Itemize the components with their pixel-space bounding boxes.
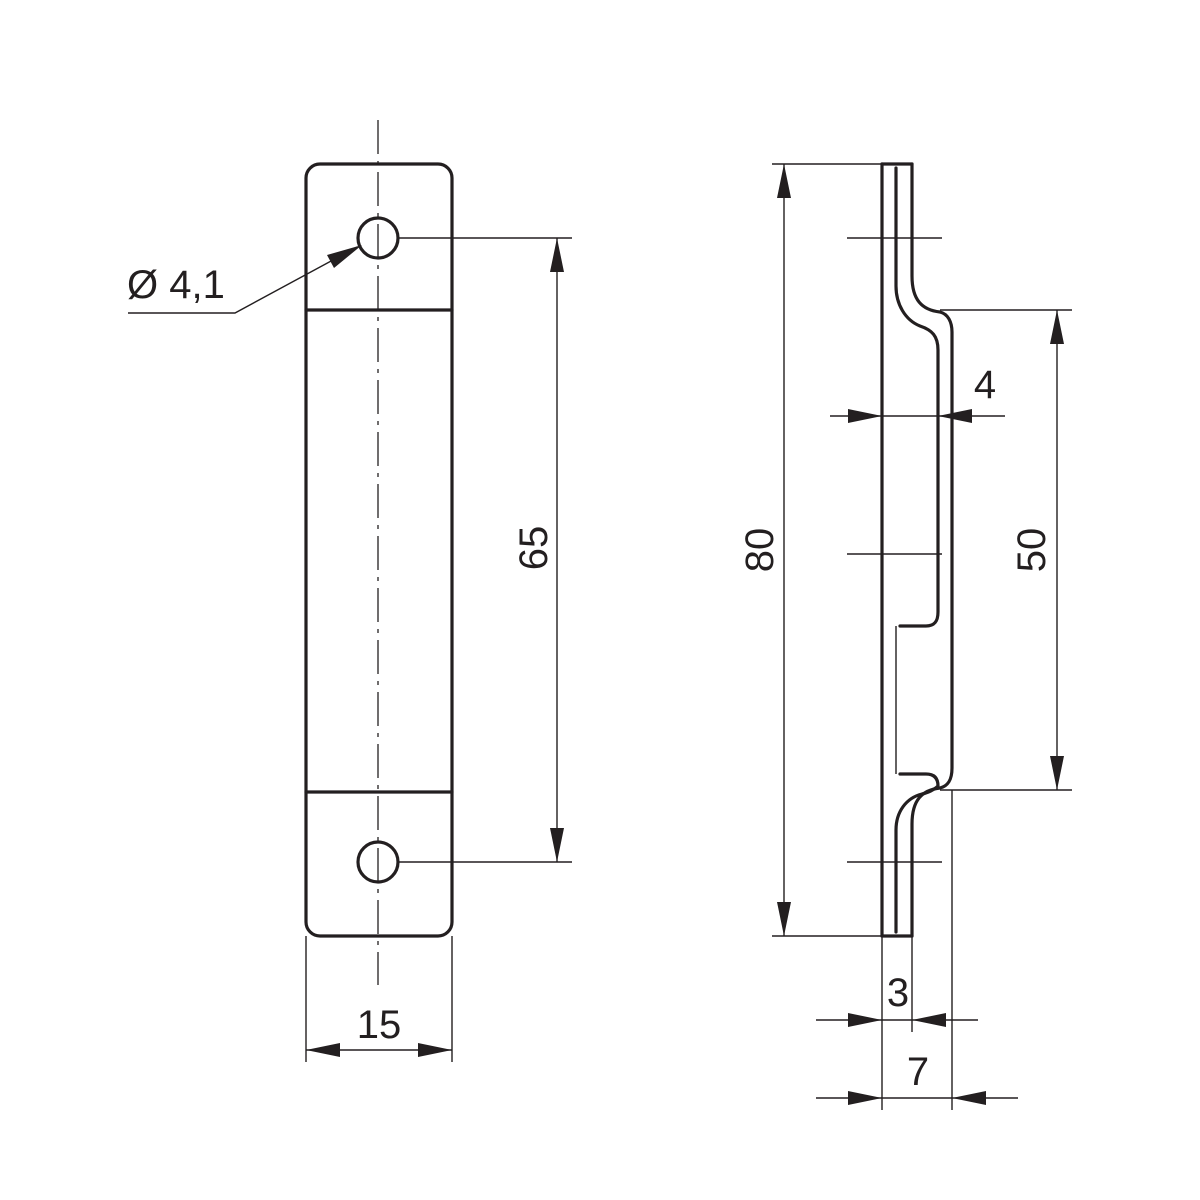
arrowhead-up bbox=[777, 164, 791, 198]
plate-outline bbox=[304, 162, 454, 938]
arrowhead-down bbox=[777, 902, 791, 936]
recess-depth-label: 4 bbox=[974, 363, 996, 407]
side-view: 80 50 4 3 bbox=[738, 162, 1072, 1110]
thickness-label: 3 bbox=[887, 971, 909, 1015]
arrowhead-left bbox=[952, 1091, 986, 1105]
front-view: Ø 4,1 65 15 bbox=[127, 120, 572, 1062]
arrowhead-left bbox=[938, 409, 972, 423]
arrowhead-down bbox=[1050, 756, 1064, 790]
plate-inner-profile bbox=[894, 166, 940, 628]
arrowhead-right bbox=[848, 1013, 882, 1027]
width-label: 15 bbox=[357, 1003, 402, 1047]
hole-diameter-label: Ø 4,1 bbox=[127, 263, 225, 307]
width-dimension: 15 bbox=[305, 936, 453, 1062]
plate-front-profile bbox=[910, 162, 954, 938]
arrowhead-up bbox=[1050, 310, 1064, 344]
arrowhead-left bbox=[306, 1043, 340, 1057]
recess-length-dimension: 50 bbox=[940, 309, 1072, 791]
hole-diameter-dimension: Ø 4,1 bbox=[127, 245, 362, 314]
length-label: 80 bbox=[738, 528, 782, 573]
arrowhead-down bbox=[550, 828, 564, 862]
arrowhead-left bbox=[912, 1013, 946, 1027]
hole-spacing-label: 65 bbox=[512, 526, 556, 571]
arrowhead-right bbox=[418, 1043, 452, 1057]
plate-inner-profile-lower bbox=[894, 772, 940, 934]
depth-dimension: 7 bbox=[816, 790, 1018, 1110]
length-dimension: 80 bbox=[738, 163, 882, 937]
recess-length-label: 50 bbox=[1010, 528, 1054, 573]
arrowhead-right bbox=[848, 1091, 882, 1105]
arrowhead-right bbox=[848, 409, 882, 423]
depth-label: 7 bbox=[907, 1050, 929, 1094]
arrowhead-up bbox=[550, 238, 564, 272]
thickness-dimension: 3 bbox=[816, 936, 978, 1110]
hole-spacing-dimension: 65 bbox=[398, 237, 572, 863]
recess-depth-dimension: 4 bbox=[830, 363, 1005, 423]
leader-arrowhead bbox=[327, 245, 362, 268]
